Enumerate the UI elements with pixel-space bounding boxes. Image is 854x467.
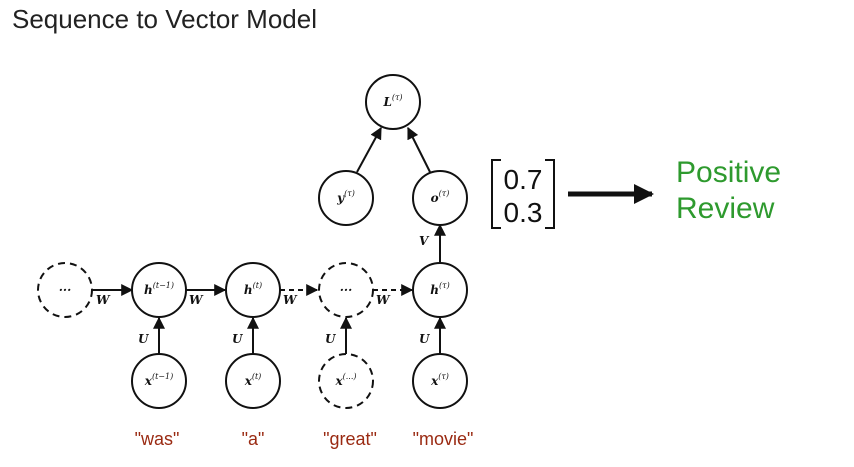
y-tau-sup: (τ) [344,189,355,198]
v-label: V [419,234,430,248]
svg-text:h(t): h(t) [244,281,262,297]
word-a: "a" [242,429,265,449]
svg-text:x(t): x(t) [244,372,262,388]
node-h-t: h(t) [225,262,281,318]
w-label-1: W [96,293,111,307]
w-label-3: W [283,293,298,307]
node-x-t-minus-1: x(t−1) [131,353,187,409]
result-line-1: Positive [676,156,781,189]
h-t-base: h [244,283,253,297]
h-t-minus-1-base: h [144,283,153,297]
h-tau-base: h [430,283,439,297]
o-tau-base: o [431,191,439,205]
loss-tau-base: L [382,95,391,109]
node-mid-ellipsis-label: ··· [340,283,353,297]
svg-text:o(τ): o(τ) [431,189,450,205]
svg-text:x(...): x(...) [334,372,356,388]
u-label-2: U [232,332,244,346]
svg-text:x(t−1): x(t−1) [144,372,173,388]
node-x-t: x(t) [225,353,281,409]
x-tau-sup: (τ) [438,372,449,381]
node-y-tau: y(τ) [318,170,374,226]
node-prev-ellipsis: ··· [37,262,93,318]
word-movie: "movie" [413,429,474,449]
svg-text:L(τ): L(τ) [382,93,402,109]
o-to-loss-edge [407,126,431,173]
vector-value-0: 0.7 [504,164,543,195]
node-x-dots: x(...) [318,353,374,409]
vector-right-bracket [545,159,555,229]
w-label-4: W [376,293,391,307]
node-mid-ellipsis: ··· [318,262,374,318]
u-label-1: U [138,332,150,346]
u-label-3: U [325,332,337,346]
x-dots-base: x [334,374,343,388]
x-dots-sup: (...) [343,372,357,381]
svg-text:h(τ): h(τ) [430,281,449,297]
x-t-base: x [244,374,253,388]
svg-text:h(t−1): h(t−1) [144,281,174,297]
u-label-4: U [419,332,431,346]
word-great: "great" [323,429,377,449]
loss-tau-sup: (τ) [392,93,403,102]
result-line-2: Review [676,192,775,225]
h-tau-sup: (τ) [439,281,450,290]
h-t-minus-1-sup: (t−1) [153,281,174,290]
x-t-minus-1-sup: (t−1) [152,372,173,381]
svg-text:x(τ): x(τ) [430,372,449,388]
node-loss-tau: L(τ) [365,74,421,130]
word-was: "was" [135,429,180,449]
node-h-t-minus-1: h(t−1) [131,262,187,318]
w-label-2: W [189,293,204,307]
vector-left-bracket [491,159,501,229]
node-o-tau: o(τ) [412,170,468,226]
x-t-sup: (t) [252,372,261,381]
o-tau-sup: (τ) [439,189,450,198]
node-x-tau: x(τ) [412,353,468,409]
x-tau-base: x [430,374,439,388]
page-title: Sequence to Vector Model [12,4,317,34]
svg-text:y(τ): y(τ) [336,189,355,205]
node-h-tau: h(τ) [412,262,468,318]
node-prev-ellipsis-label: ··· [59,283,72,297]
h-t-sup: (t) [253,281,262,290]
y-to-loss-edge [356,126,382,173]
x-t-minus-1-base: x [144,374,153,388]
y-tau-base: y [336,191,345,205]
vector-value-1: 0.3 [504,197,543,228]
